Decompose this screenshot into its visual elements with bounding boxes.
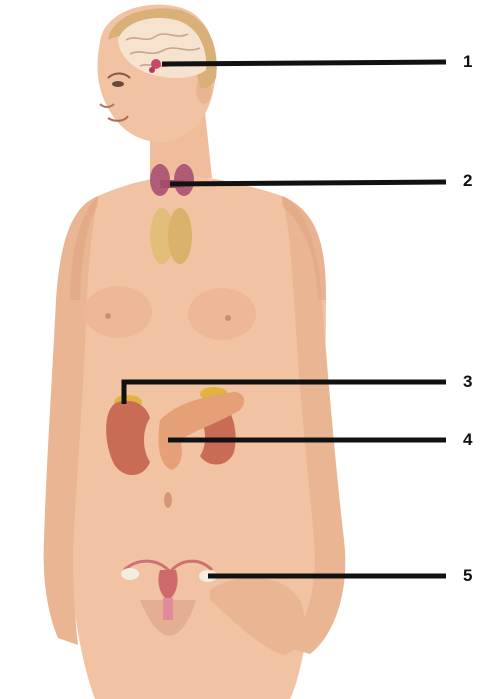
body-silhouette xyxy=(44,5,346,699)
leader-line-1 xyxy=(162,62,446,64)
label-4: 4 xyxy=(463,431,472,448)
label-5: 5 xyxy=(463,567,472,584)
label-2: 2 xyxy=(463,172,472,189)
label-3: 3 xyxy=(463,373,472,390)
label-1: 1 xyxy=(463,53,472,70)
leader-line-2 xyxy=(170,182,446,184)
